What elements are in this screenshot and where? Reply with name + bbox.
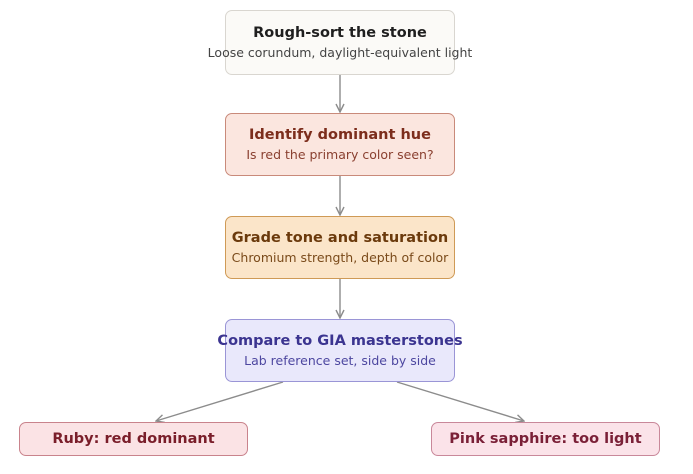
node-ruby-outcome: Ruby: red dominant: [19, 422, 248, 456]
node-pink-sapphire-outcome-title: Pink sapphire: too light: [449, 431, 642, 447]
node-pink-sapphire-outcome: Pink sapphire: too light: [431, 422, 660, 456]
arrow-compare-to-pink: [396, 381, 524, 421]
node-compare-masterstones-subtitle: Lab reference set, side by side: [244, 353, 436, 368]
arrow-compare-to-ruby: [156, 381, 284, 421]
node-compare-masterstones: Compare to GIA masterstones Lab referenc…: [217, 319, 463, 382]
node-compare-masterstones-title: Compare to GIA masterstones: [217, 333, 463, 349]
node-rough-sort-subtitle: Loose corundum, daylight-equivalent ligh…: [207, 45, 473, 60]
node-rough-sort-title: Rough-sort the stone: [253, 25, 427, 41]
node-identify-hue-title: Identify dominant hue: [249, 127, 431, 143]
node-identify-hue-subtitle: Is red the primary color seen?: [246, 147, 434, 162]
node-grade-tone-subtitle: Chromium strength, depth of color: [231, 250, 449, 265]
node-grade-tone: Grade tone and saturation Chromium stren…: [225, 216, 455, 279]
node-rough-sort: Rough-sort the stone Loose corundum, day…: [208, 10, 472, 75]
node-identify-hue: Identify dominant hue Is red the primary…: [225, 113, 455, 176]
node-grade-tone-title: Grade tone and saturation: [231, 230, 449, 246]
node-ruby-outcome-title: Ruby: red dominant: [52, 431, 215, 447]
